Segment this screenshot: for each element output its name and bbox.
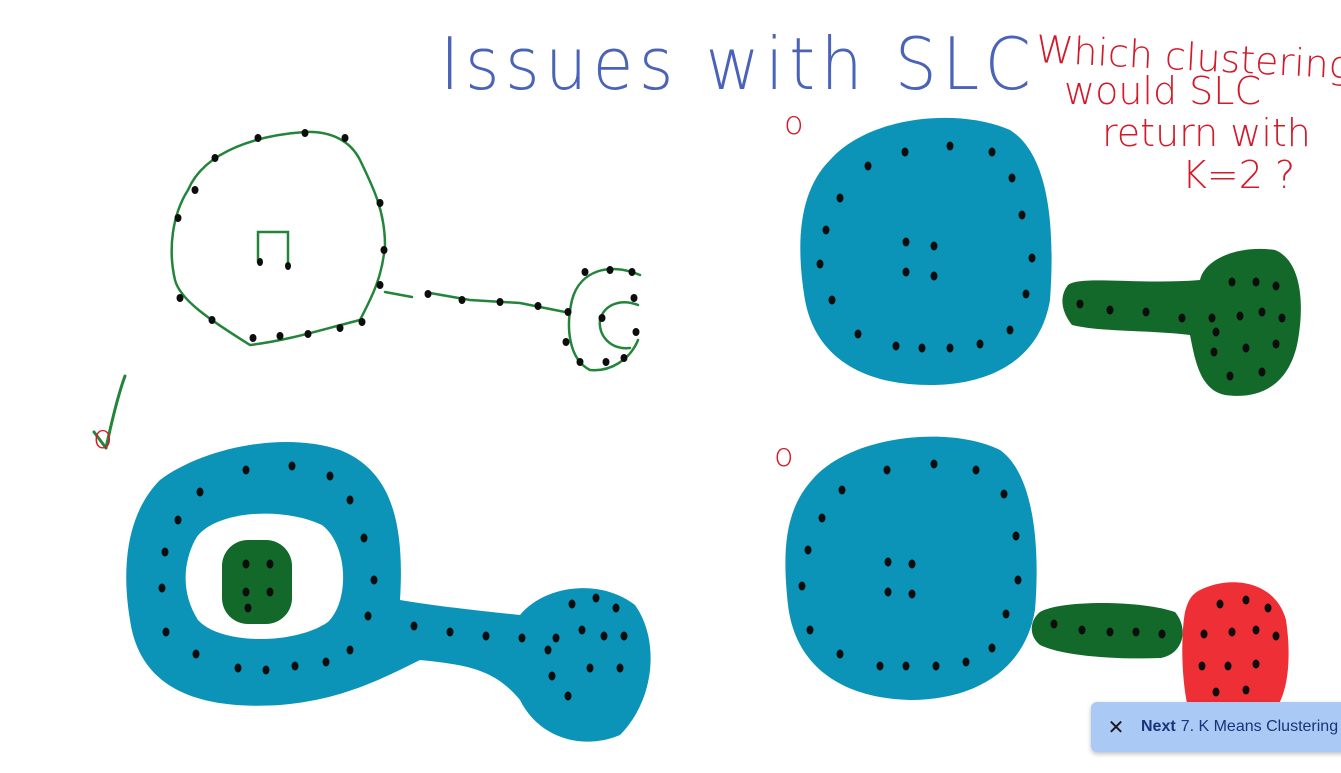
next-lesson-bar[interactable]: ✕ Next 7. K Means Clustering xyxy=(1091,702,1341,752)
question-line: would SLC xyxy=(1064,69,1261,113)
checkmark-icon xyxy=(92,374,127,450)
option-three-blobs xyxy=(785,436,1289,715)
option-three-blobs-points xyxy=(798,459,1280,697)
sketch-chained-points xyxy=(170,130,642,372)
question-line: return with xyxy=(1102,111,1311,155)
option-radio-top-right[interactable]: o xyxy=(784,104,804,142)
option-ring-points xyxy=(158,461,628,701)
slide-question: Which clustering would SLC return with K… xyxy=(1035,27,1341,197)
option-ring-clustering xyxy=(126,441,651,742)
next-label[interactable]: Next xyxy=(1141,718,1176,735)
slide-title: Issues with SLC xyxy=(440,22,1037,106)
close-icon[interactable]: ✕ xyxy=(1107,716,1125,739)
option-radio-bottom-left[interactable]: o xyxy=(93,418,113,456)
option-blob-mallet-points xyxy=(816,141,1286,381)
next-lesson-title[interactable]: 7. K Means Clustering xyxy=(1180,718,1339,735)
question-line: K=2 ? xyxy=(1182,153,1296,197)
option-radio-bottom-right[interactable]: o xyxy=(774,436,794,474)
sketch-points xyxy=(174,129,640,366)
